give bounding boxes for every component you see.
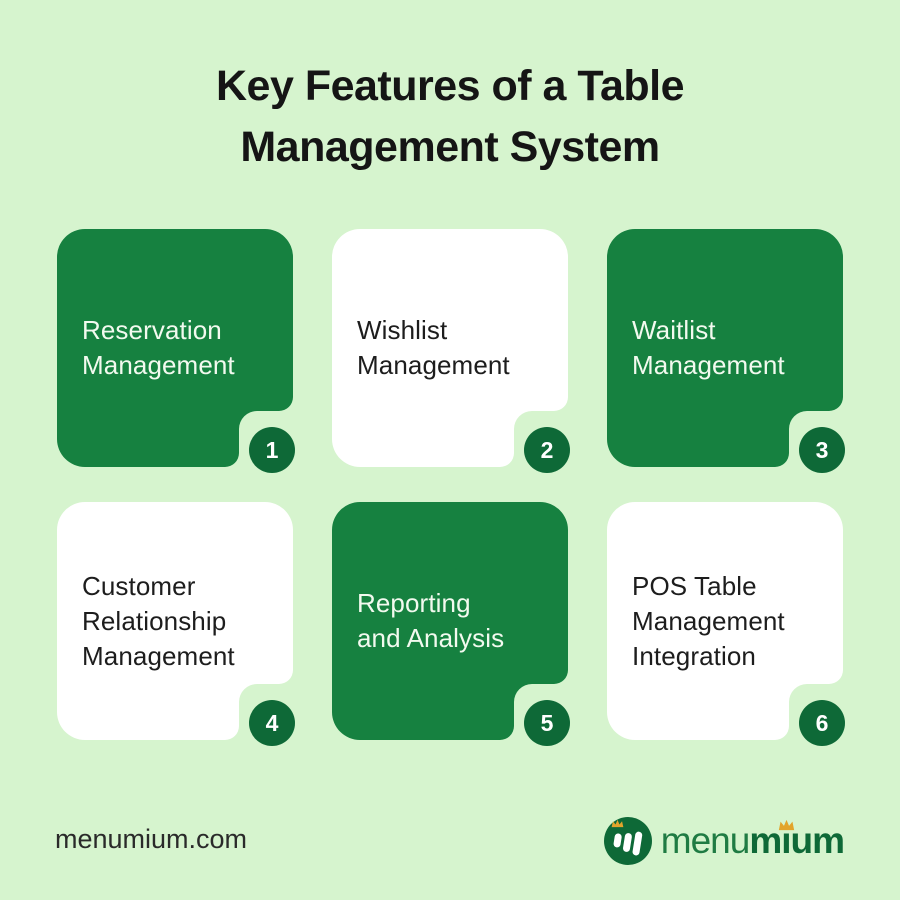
logo-wordmark-mium-text: mium — [749, 820, 845, 861]
feature-card-4: Customer Relationship Management 4 — [57, 502, 295, 746]
feature-card-5: Reporting and Analysis 5 — [332, 502, 570, 746]
card-background-shape — [57, 502, 293, 740]
card-title: Reporting and Analysis — [357, 588, 505, 653]
card-background-shape — [57, 229, 293, 467]
card-number-badge: 4 — [249, 700, 295, 746]
menu-bars-icon — [613, 828, 643, 856]
card-number-badge: 3 — [799, 427, 845, 473]
feature-cards-grid: Reservation Management 1 Wishlist Manage… — [57, 229, 845, 746]
card-number-badge: 1 — [249, 427, 295, 473]
card-title: Waitlist Management — [632, 315, 785, 380]
crown-icon — [779, 819, 795, 831]
card-title: Reservation Management — [82, 315, 235, 380]
card-background-shape — [332, 229, 568, 467]
feature-card-2: Wishlist Management 2 — [332, 229, 570, 473]
logo-wordmark-mium: mium — [749, 819, 845, 863]
crown-icon — [611, 819, 624, 828]
card-title: Customer Relationship Management — [82, 570, 235, 671]
card-background-shape — [332, 502, 568, 740]
feature-card-1: Reservation Management 1 — [57, 229, 295, 473]
card-number-badge: 5 — [524, 700, 570, 746]
logo-wordmark-menu: menu — [660, 820, 751, 861]
feature-card-3: Waitlist Management 3 — [607, 229, 845, 473]
card-number-badge: 6 — [799, 700, 845, 746]
card-title: Wishlist Management — [357, 315, 510, 380]
feature-card-6: POS Table Management Integration 6 — [607, 502, 845, 746]
menumium-logo-icon — [603, 817, 652, 865]
footer-website-text: menumium.com — [55, 824, 248, 854]
page-title-line-1: Key Features of a Table — [215, 62, 685, 110]
card-title: POS Table Management Integration — [632, 570, 785, 671]
page-title: Key Features of a Table Management Syste… — [0, 56, 900, 178]
card-background-shape — [607, 502, 843, 740]
card-background-shape — [607, 229, 843, 467]
card-number-badge: 2 — [524, 427, 570, 473]
page-title-line-2: Management System — [240, 123, 660, 171]
